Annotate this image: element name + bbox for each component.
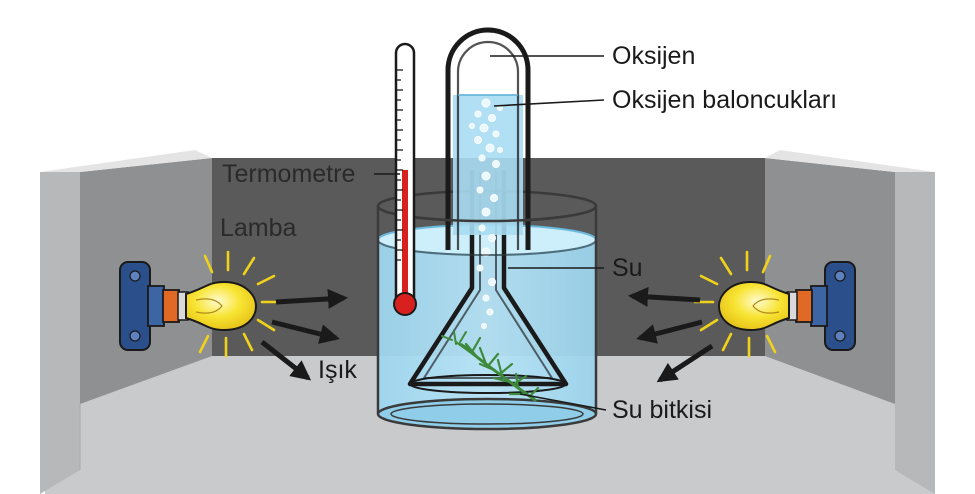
label-light: Işık [318,356,357,384]
thermometer-mercury-column [402,170,408,300]
label-water: Su [612,254,643,282]
right-lamp-socket [795,289,813,323]
left-lamp-socket [162,289,180,323]
label-water-plant: Su bitkisi [612,396,712,424]
box-right-wall-top [765,150,935,172]
box-left-wall-edge [40,172,80,494]
label-lamp: Lamba [220,214,297,242]
label-oxygen: Oksijen [612,42,695,70]
light-arrows-left [260,288,348,381]
left-bulb [185,280,258,332]
box-left-wall-top [40,150,212,172]
left-lamp [119,250,282,358]
water-plant [441,331,540,402]
thermometer [393,42,417,316]
right-lamp [693,250,856,358]
box-right-wall-edge [895,172,935,494]
right-bulb [717,280,790,332]
light-arrows-right [628,286,714,383]
label-oxygen-bubbles: Oksijen baloncukları [612,86,837,114]
label-leaders [374,55,607,411]
thermometer-bulb [393,292,417,316]
experiment-box [40,150,935,494]
test-tube [445,27,531,250]
label-thermometer: Termometre [222,160,355,188]
